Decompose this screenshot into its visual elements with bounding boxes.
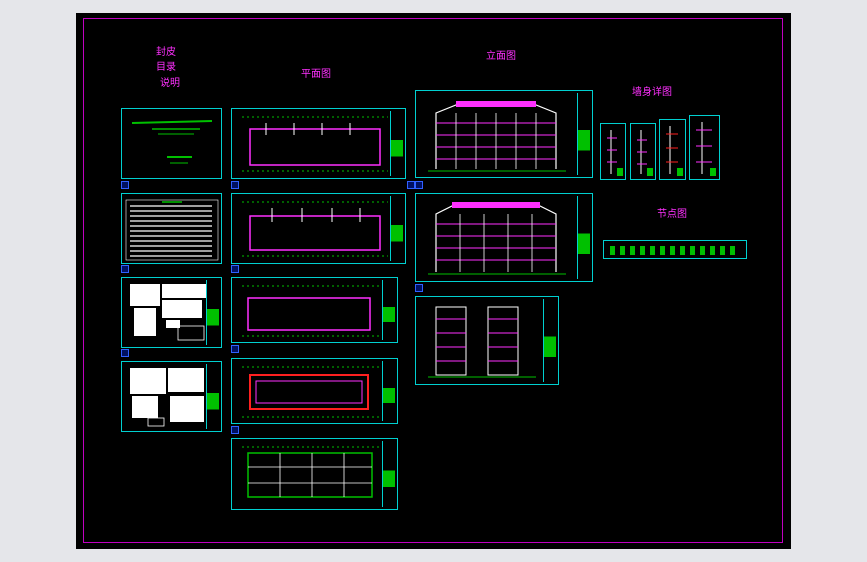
grip-marker: [121, 265, 129, 273]
elevation-1-drawing: [428, 101, 566, 172]
floor-plan-5-drawing: [242, 446, 380, 498]
title-block: [390, 111, 403, 176]
notes-sheet-1-drawing: [130, 284, 206, 341]
grip-marker: [231, 426, 239, 434]
wall-detail-3-thumbnail[interactable]: [659, 119, 686, 180]
floor-plan-4-drawing: [242, 366, 380, 418]
label-elevation: 立面图: [486, 51, 516, 62]
floor-plan-1-drawing: [242, 116, 388, 172]
grip-marker: [231, 265, 239, 273]
grip-marker: [415, 284, 423, 292]
title-block: [390, 196, 403, 261]
elevation-2-drawing: [428, 202, 566, 275]
notes-sheet-1-thumbnail[interactable]: [121, 277, 222, 348]
title-block: [206, 280, 219, 345]
wall-detail-1-thumbnail[interactable]: [600, 123, 626, 180]
node-detail-thumbnail[interactable]: [603, 240, 747, 259]
grip-marker: [231, 345, 239, 353]
title-block: [206, 364, 219, 429]
title-block: [577, 93, 590, 175]
sheet-border: [83, 18, 783, 543]
node-detail-drawing: [610, 246, 735, 255]
label-notes: 说明: [160, 78, 180, 89]
grip-marker: [231, 181, 239, 189]
floor-plan-2-thumbnail[interactable]: [231, 193, 406, 264]
contents-sheet-drawing: [125, 199, 219, 261]
label-cover: 封皮: [156, 47, 176, 58]
wall-detail-2-drawing: [637, 130, 653, 176]
section-thumbnail[interactable]: [415, 296, 559, 385]
contents-sheet-thumbnail[interactable]: [121, 193, 222, 264]
wall-detail-4-thumbnail[interactable]: [689, 115, 720, 180]
floor-plan-3-drawing: [242, 285, 380, 337]
elevation-1-thumbnail[interactable]: [415, 90, 593, 178]
notes-sheet-2-drawing: [130, 368, 204, 427]
title-block: [382, 361, 395, 421]
title-block: [577, 196, 590, 279]
wall-detail-1-drawing: [607, 130, 623, 176]
floor-plan-2-drawing: [242, 201, 388, 257]
wall-detail-3-drawing: [666, 126, 683, 176]
label-wall-detail: 墙身详图: [632, 87, 672, 98]
title-block: [382, 441, 395, 507]
floor-plan-3-thumbnail[interactable]: [231, 277, 398, 343]
floor-plan-4-thumbnail[interactable]: [231, 358, 398, 424]
wall-detail-4-drawing: [696, 122, 716, 176]
notes-sheet-2-thumbnail[interactable]: [121, 361, 222, 432]
floor-plan-1-thumbnail[interactable]: [231, 108, 406, 179]
cover-sheet-thumbnail[interactable]: [121, 108, 222, 179]
elevation-2-thumbnail[interactable]: [415, 193, 593, 282]
cover-sheet-drawing: [131, 120, 213, 164]
grip-marker: [415, 181, 423, 189]
grip-marker: [121, 181, 129, 189]
label-node: 节点图: [657, 209, 687, 220]
label-contents: 目录: [156, 62, 176, 73]
wall-detail-2-thumbnail[interactable]: [630, 123, 656, 180]
title-block: [382, 280, 395, 340]
title-block: [543, 299, 556, 382]
section-drawing: [428, 306, 536, 378]
label-plan: 平面图: [301, 69, 331, 80]
floor-plan-5-thumbnail[interactable]: [231, 438, 398, 510]
grip-marker: [407, 181, 415, 189]
grip-marker: [121, 349, 129, 357]
